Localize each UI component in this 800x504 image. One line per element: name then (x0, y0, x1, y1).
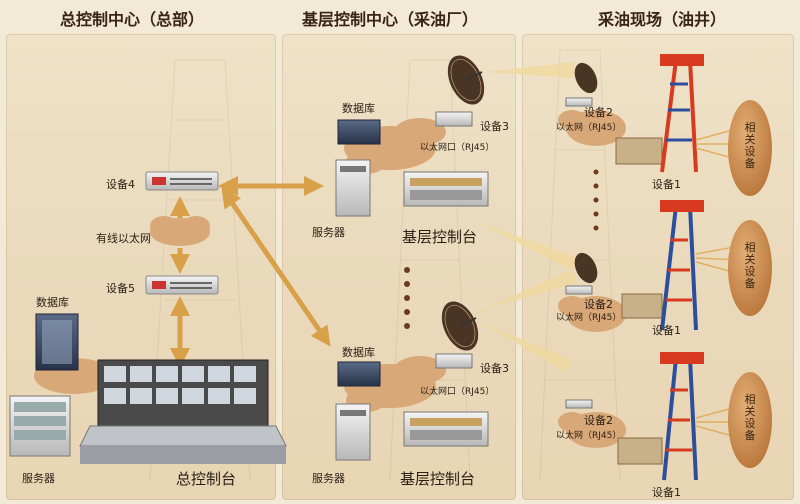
base-top-console-label: 基层控制台 (402, 228, 478, 246)
base-top-ethernet-port-label: 以太网口（RJ45） (420, 143, 495, 153)
well3-device1-label: 设备1 (652, 486, 681, 499)
well1-ethernet-label: 以太网（RJ45） (556, 123, 622, 133)
well1-device1-label: 设备1 (652, 178, 681, 191)
hq-network-label: 有线以太网 (96, 232, 151, 245)
base-top-group (335, 111, 489, 217)
field-section-title: 采油现场（油井） (598, 10, 727, 29)
hq-network-cloud (150, 216, 210, 246)
field-ellipsis-dots (593, 169, 599, 231)
well2-device1-label: 设备1 (652, 324, 681, 337)
device5-unit (145, 275, 219, 295)
well2-device2-label: 设备2 (584, 298, 613, 311)
hq-server-label: 服务器 (22, 472, 55, 485)
wireless-beams (476, 62, 580, 372)
well-2 (558, 200, 772, 332)
base-dish-bottom (441, 301, 479, 351)
base-top-server-label: 服务器 (312, 226, 345, 239)
hq-section-title: 总控制中心（总部） (60, 10, 205, 29)
well1-related-label: 相关设备 (744, 121, 756, 170)
base-dish-top (447, 55, 485, 105)
device4-unit (145, 171, 219, 191)
base-bottom-server-label: 服务器 (312, 472, 345, 485)
hq-links (170, 176, 331, 368)
base-ellipsis-dots (404, 267, 410, 329)
base-top-database-label: 数据库 (342, 102, 375, 115)
well3-ethernet-label: 以太网（RJ45） (556, 431, 622, 441)
hq-console-label: 总控制台 (176, 470, 237, 488)
well-1 (558, 54, 772, 196)
base-bottom-ethernet-port-label: 以太网口（RJ45） (420, 387, 495, 397)
base-bottom-group (335, 353, 489, 461)
well-3 (558, 352, 772, 481)
well2-related-label: 相关设备 (744, 241, 756, 290)
base-bottom-console-label: 基层控制台 (400, 470, 476, 488)
hq-device5-label: 设备5 (106, 282, 135, 295)
well1-device2-label: 设备2 (584, 106, 613, 119)
well3-related-label: 相关设备 (744, 393, 756, 442)
well2-ethernet-label: 以太网（RJ45） (556, 313, 622, 323)
base-bottom-device3-label: 设备3 (480, 362, 509, 375)
hq-console (79, 359, 287, 464)
hq-database-label: 数据库 (36, 296, 69, 309)
well3-device2-label: 设备2 (584, 414, 613, 427)
hq-server (9, 395, 71, 457)
hq-database-server (34, 313, 114, 394)
base-top-device3-label: 设备3 (480, 120, 509, 133)
base-section-title: 基层控制中心（采油厂） (302, 10, 479, 29)
hq-device4-label: 设备4 (106, 178, 135, 191)
base-bottom-database-label: 数据库 (342, 346, 375, 359)
